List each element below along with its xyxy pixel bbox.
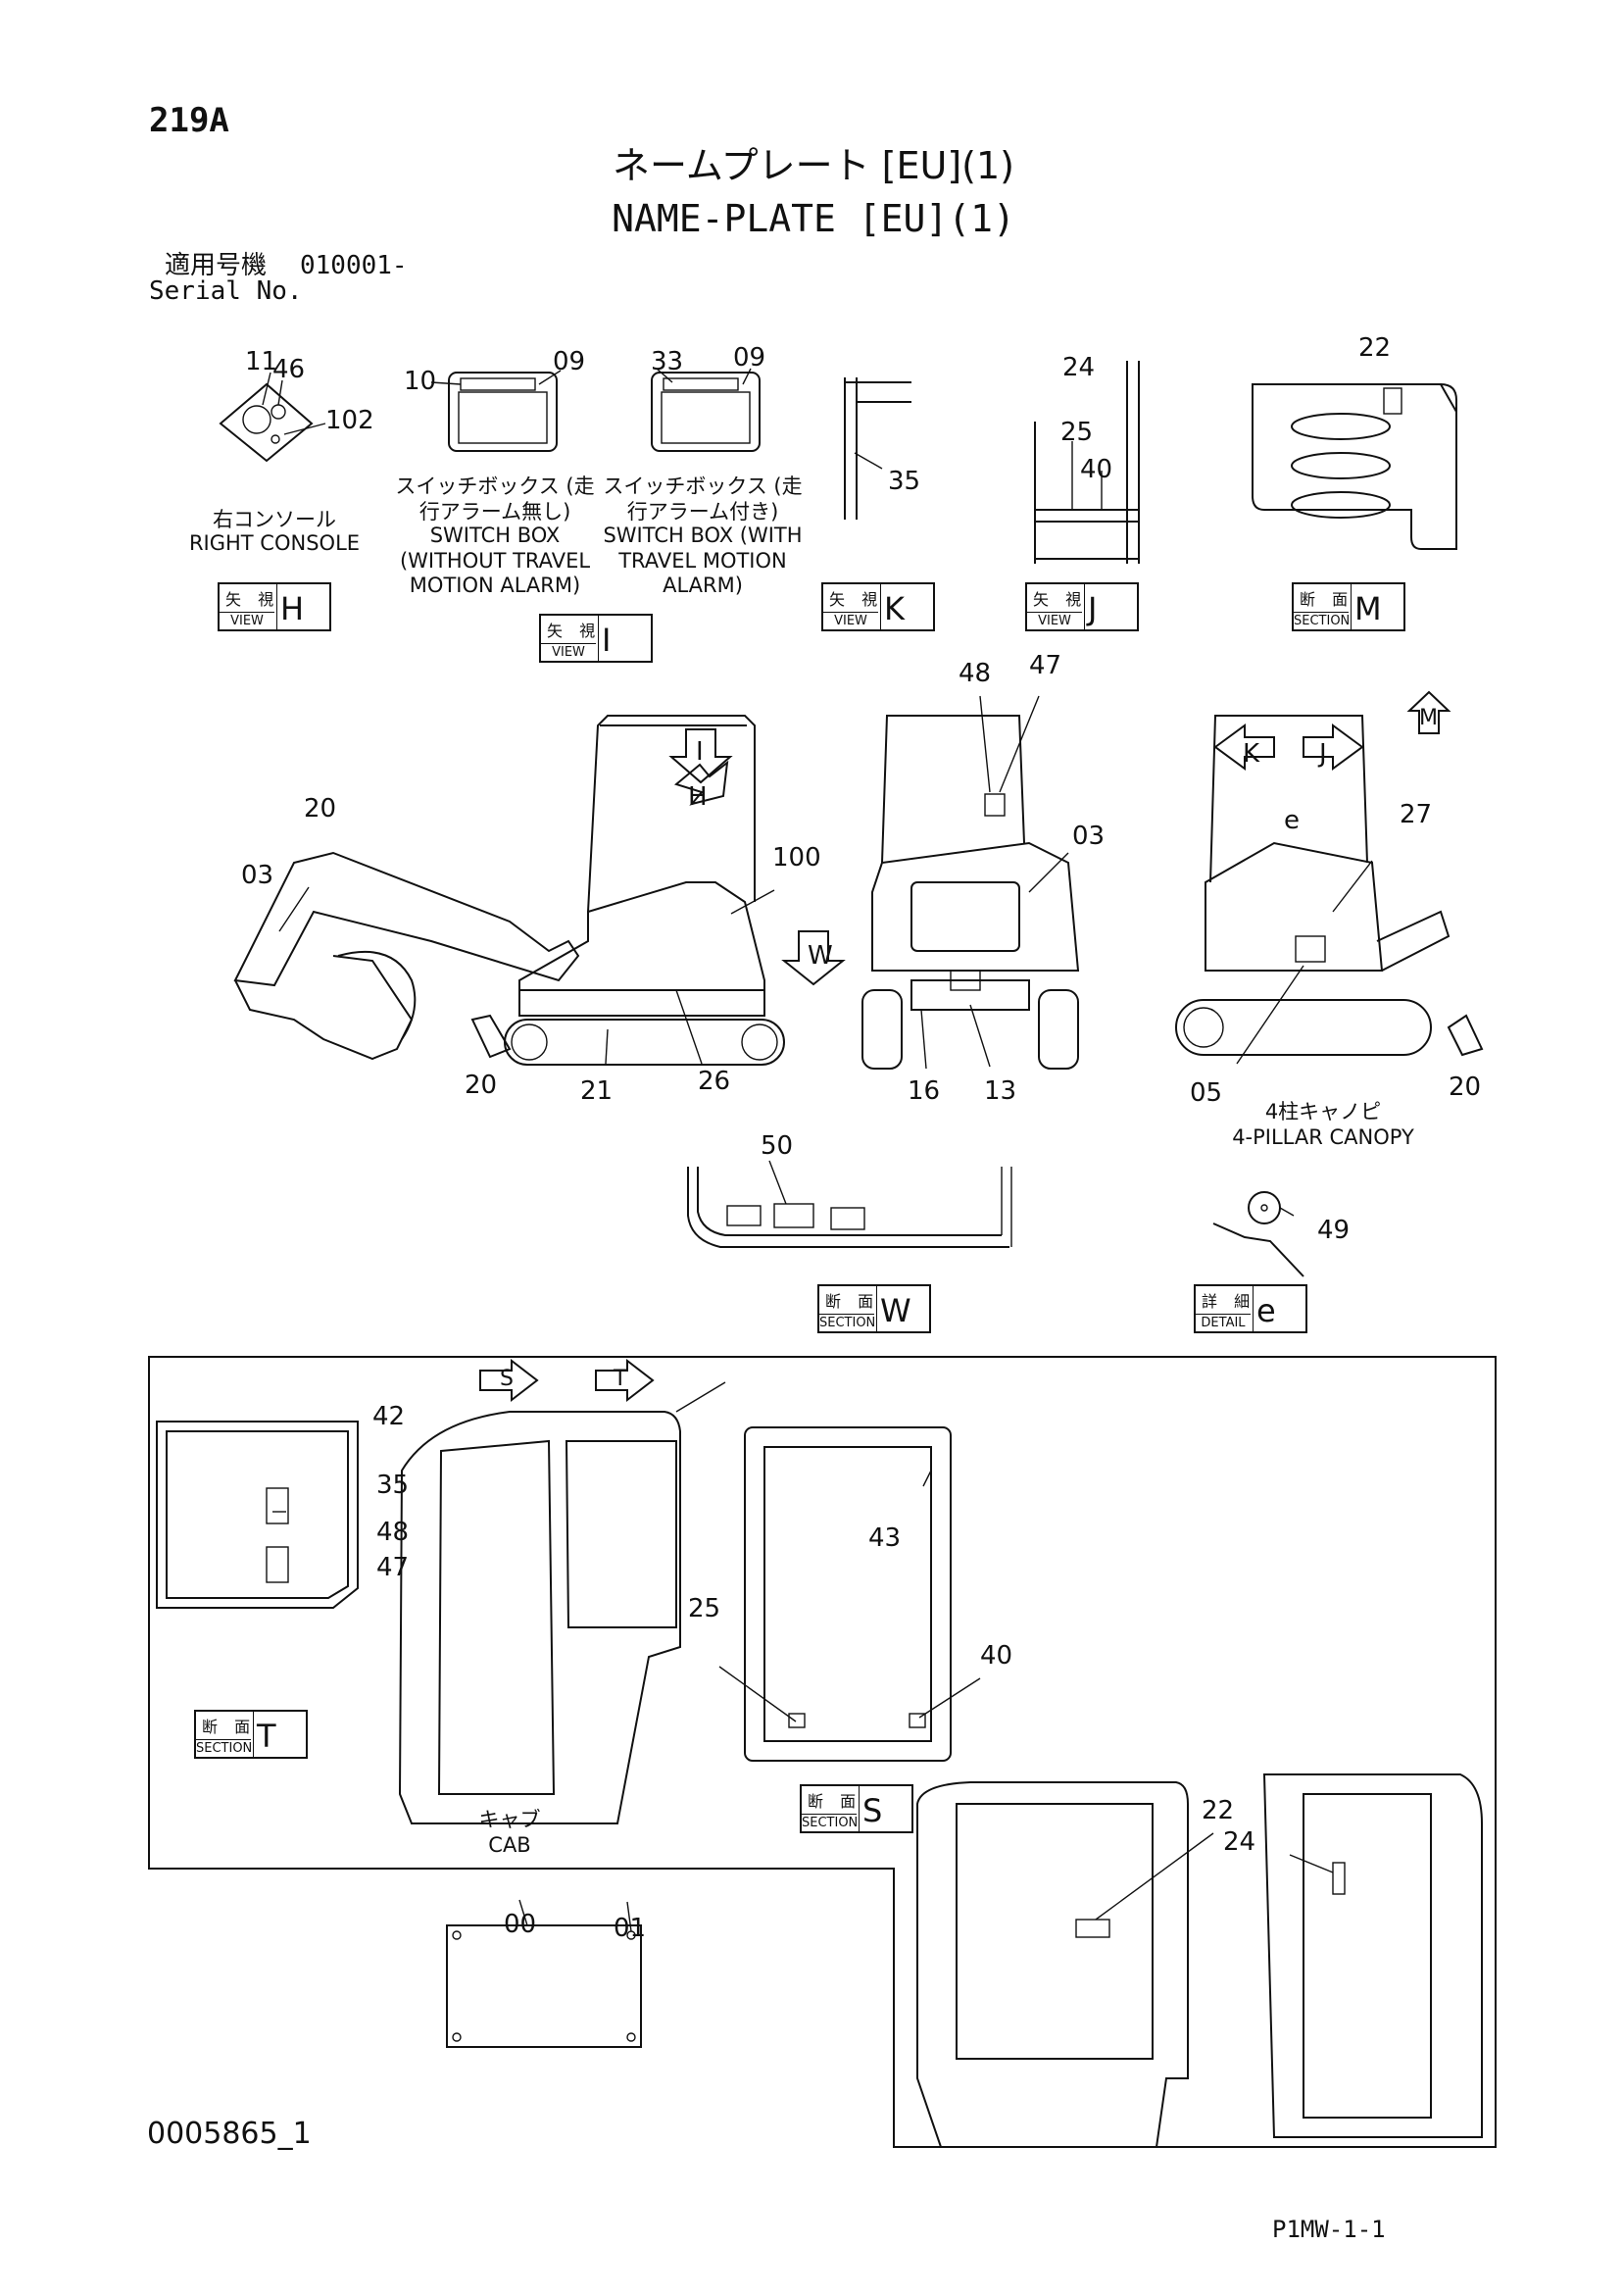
arrow-label-h: H	[688, 782, 708, 812]
callout-100: 100	[772, 843, 821, 873]
callout-46: 46	[272, 355, 306, 384]
detail-e-drawing	[1212, 1191, 1304, 1277]
caption-canopy-en: 4-PILLAR CANOPY	[1232, 1125, 1414, 1149]
switch-box-without-alarm-drawing	[430, 370, 562, 452]
excavator-side-view-drawing	[233, 715, 846, 1066]
arrow-label-t: T	[614, 1367, 627, 1391]
callout-33: 33	[651, 347, 684, 376]
callout-11: 11	[245, 347, 278, 376]
callout-35-a: 35	[888, 467, 921, 496]
callout-48-a: 48	[959, 659, 992, 688]
callout-00: 00	[504, 1910, 537, 1939]
callout-47-a: 47	[1029, 651, 1062, 680]
callout-21: 21	[580, 1076, 614, 1106]
caption-switch-box-alarm-jp: スイッチボックス (走行アラーム付き)	[603, 474, 803, 524]
arrow-label-i: I	[696, 737, 704, 767]
caption-right-console-en: RIGHT CONSOLE	[188, 531, 361, 555]
callout-03-a: 03	[241, 861, 274, 890]
callout-03-b: 03	[1072, 822, 1106, 851]
callout-22-b: 22	[1202, 1796, 1235, 1825]
callout-05: 05	[1190, 1078, 1223, 1108]
serial-label-english: Serial No.	[149, 276, 303, 306]
caption-switch-box-no-alarm-jp: スイッチボックス (走行アラーム無し)	[395, 474, 595, 524]
callout-16: 16	[908, 1076, 941, 1106]
callout-40-b: 40	[980, 1641, 1013, 1671]
caption-cab-en: CAB	[488, 1833, 531, 1857]
callout-10: 10	[404, 367, 437, 396]
callout-50: 50	[761, 1131, 794, 1161]
callout-35-b: 35	[376, 1471, 410, 1500]
arrow-label-k: K	[1243, 739, 1260, 769]
page-number: 219A	[149, 101, 229, 140]
callout-09-b: 09	[733, 343, 766, 373]
drawing-id: 0005865_1	[147, 2117, 312, 2151]
callout-20-b: 20	[465, 1071, 498, 1100]
callout-13: 13	[984, 1076, 1017, 1106]
excavator-rear-view-drawing	[861, 695, 1080, 1070]
callout-49: 49	[1317, 1216, 1351, 1245]
title-english: NAME-PLATE [EU](1)	[612, 197, 1015, 240]
arrow-label-s: S	[500, 1367, 514, 1391]
switch-box-with-alarm-drawing	[651, 368, 761, 452]
serial-value: 010001-	[300, 251, 408, 280]
caption-cab-jp: キャブ	[478, 1808, 541, 1831]
callout-01: 01	[614, 1914, 647, 1943]
callout-40-a: 40	[1080, 455, 1113, 484]
serial-label-japanese: 適用号機	[165, 251, 268, 280]
section-s-drawing	[718, 1426, 981, 1762]
excavator-canopy-view-drawing	[1175, 690, 1484, 1065]
cab-front-drawing	[916, 1781, 1214, 2148]
caption-switch-box-alarm-en: SWITCH BOX (WITH TRAVEL MOTION ALARM)	[603, 524, 803, 598]
caption-right-console-jp: 右コンソール	[213, 508, 336, 531]
sheet-code: P1MW-1-1	[1272, 2216, 1386, 2243]
callout-20-a: 20	[304, 794, 337, 824]
arrow-label-j: J	[1319, 739, 1327, 769]
right-console-drawing	[219, 372, 326, 463]
callout-27: 27	[1400, 800, 1433, 829]
section-m-drawing	[1252, 383, 1457, 550]
cab-side-drawing	[1262, 1773, 1483, 2138]
section-t-drawing	[156, 1421, 359, 1609]
arrow-label-w: W	[808, 941, 833, 971]
caption-canopy-jp: 4柱キャノピ	[1264, 1100, 1382, 1123]
callout-47-b: 47	[376, 1553, 410, 1582]
view-k-drawing	[844, 377, 911, 520]
callout-22-a: 22	[1358, 333, 1392, 363]
cab-group-frame	[148, 1356, 1497, 2148]
callout-24-b: 24	[1223, 1827, 1256, 1857]
callout-48-b: 48	[376, 1518, 410, 1547]
callout-26: 26	[698, 1067, 731, 1096]
callout-43: 43	[868, 1523, 902, 1553]
callout-20-c: 20	[1449, 1073, 1482, 1102]
callout-25-a: 25	[1060, 418, 1094, 447]
callout-25-b: 25	[688, 1594, 721, 1623]
callout-09-a: 09	[553, 347, 586, 376]
arrow-label-e: e	[1284, 806, 1300, 835]
callout-42: 42	[372, 1402, 406, 1431]
section-w-drawing	[687, 1160, 1012, 1248]
arrow-label-m: M	[1419, 706, 1438, 730]
caption-switch-box-no-alarm-en: SWITCH BOX (WITHOUT TRAVEL MOTION ALARM)	[399, 524, 591, 598]
view-j-drawing	[1034, 361, 1140, 564]
callout-24-a: 24	[1062, 353, 1096, 382]
callout-102: 102	[325, 406, 374, 435]
title-japanese: ネームプレート [EU](1)	[613, 144, 1014, 187]
cab-drawing	[398, 1358, 726, 1824]
name-plate-drawing	[446, 1899, 642, 2048]
